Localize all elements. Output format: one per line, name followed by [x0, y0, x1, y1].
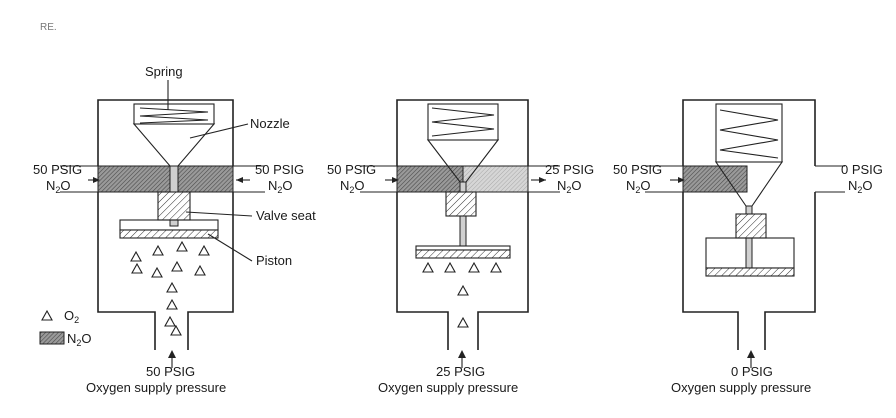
label-piston: Piston [256, 253, 292, 268]
legend-n2o-label: N2O [67, 331, 92, 348]
nozzle [132, 123, 216, 167]
panel2-inlet-pressure: 50 PSIG [327, 162, 376, 177]
panel3-inlet-gas: N2O [626, 178, 651, 195]
panel-full-pressure: Spring Nozzle Valve seat Piston 50 PSIG … [33, 64, 316, 395]
spring [719, 109, 779, 159]
panel3-supply-label: Oxygen supply pressure [671, 380, 811, 395]
housing-top [682, 99, 816, 166]
spring [139, 107, 209, 124]
panel1-outlet-gas: N2O [268, 178, 293, 195]
spring [431, 107, 495, 137]
legend-o2-label: O2 [64, 308, 79, 325]
panel1-supply-pressure: 50 PSIG [146, 364, 195, 379]
spring-chamber [427, 103, 499, 141]
n2o-passage-inlet [396, 165, 464, 193]
piston [119, 229, 219, 239]
label-valve-seat: Valve seat [256, 208, 316, 223]
housing-top [97, 99, 234, 166]
valve-seat [735, 213, 767, 239]
oxygen-molecules [422, 261, 502, 328]
housing-top [396, 99, 529, 166]
housing-bottom [682, 192, 816, 350]
panel3-outlet-pressure: 0 PSIG [841, 162, 883, 177]
legend: O2 N2O [39, 308, 92, 348]
housing-bottom [97, 192, 234, 350]
panel1-supply-label: Oxygen supply pressure [86, 380, 226, 395]
panel2-supply-pressure: 25 PSIG [436, 364, 485, 379]
n2o-passage-outlet [462, 165, 529, 193]
oxygen-molecules [130, 240, 210, 336]
spring-chamber [715, 103, 783, 163]
valve-seat [157, 191, 191, 221]
panel1-outlet-pressure: 50 PSIG [255, 162, 304, 177]
panel-no-pressure: 50 PSIG N2O 0 PSIG N2O 0 PSIG Oxygen sup… [613, 99, 883, 395]
label-nozzle: Nozzle [250, 116, 290, 131]
o2-legend-icon [41, 309, 53, 321]
panel1-inlet-pressure: 50 PSIG [33, 162, 82, 177]
panel-half-pressure: 50 PSIG N2O 25 PSIG N2O 25 PSIG Oxygen s… [327, 99, 594, 395]
housing-bottom [396, 192, 529, 350]
panel2-outlet-pressure: 25 PSIG [545, 162, 594, 177]
panel2-outlet-gas: N2O [557, 178, 582, 195]
n2o-legend-swatch [39, 331, 65, 345]
valve-seat [445, 191, 477, 217]
panel3-inlet-pressure: 50 PSIG [613, 162, 662, 177]
piston [705, 267, 795, 277]
n2o-passage-inlet [682, 165, 748, 193]
panel2-supply-label: Oxygen supply pressure [378, 380, 518, 395]
panel3-outlet-gas: N2O [848, 178, 873, 195]
panel3-supply-pressure: 0 PSIG [731, 364, 773, 379]
label-spring: Spring [145, 64, 183, 79]
corner-mark: RE. [40, 22, 57, 33]
panel2-inlet-gas: N2O [340, 178, 365, 195]
piston [415, 249, 511, 259]
n2o-passage [97, 165, 234, 193]
panel1-inlet-gas: N2O [46, 178, 71, 195]
